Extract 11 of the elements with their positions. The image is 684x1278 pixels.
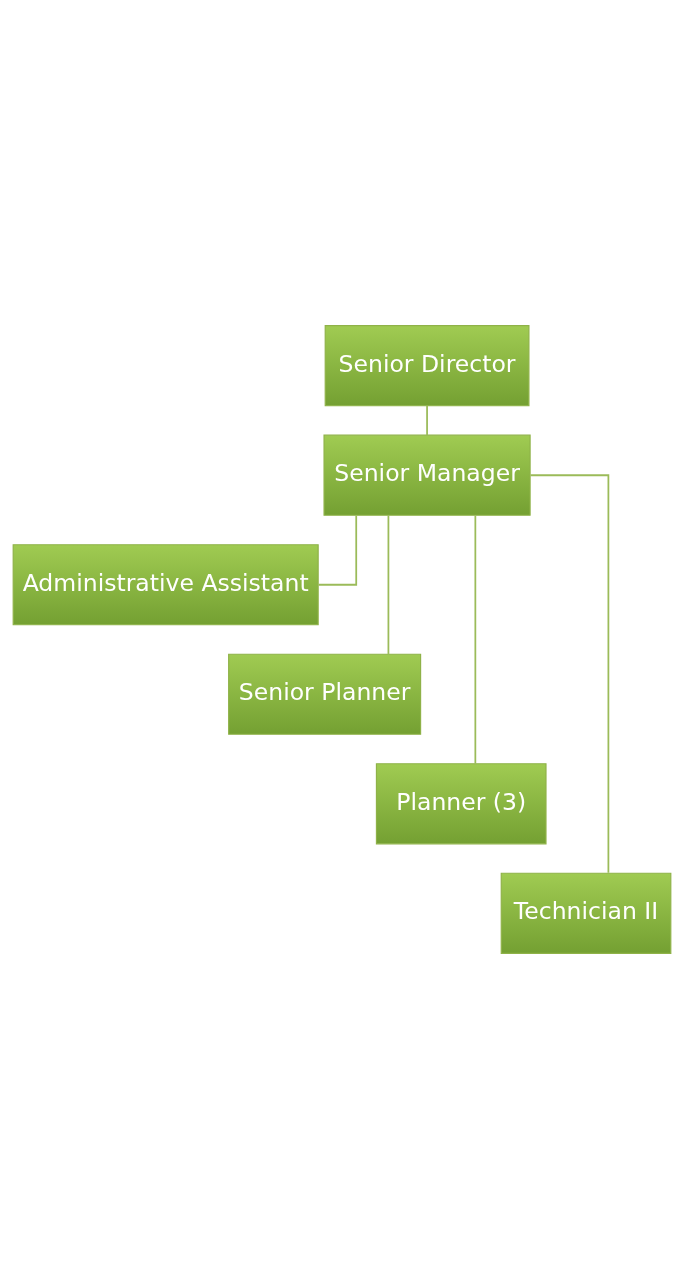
connector <box>317 514 358 586</box>
connector <box>474 514 477 765</box>
connector <box>529 473 610 874</box>
node-box: Senior Planner <box>228 653 422 735</box>
node-box: Senior Manager <box>323 434 531 516</box>
node-box: Planner (3) <box>375 762 547 844</box>
node-box: Technician II <box>500 872 672 954</box>
node-box: Administrative Assistant <box>12 543 319 625</box>
connector <box>387 514 390 655</box>
connector <box>426 404 428 436</box>
node-box: Senior Director <box>324 324 530 406</box>
